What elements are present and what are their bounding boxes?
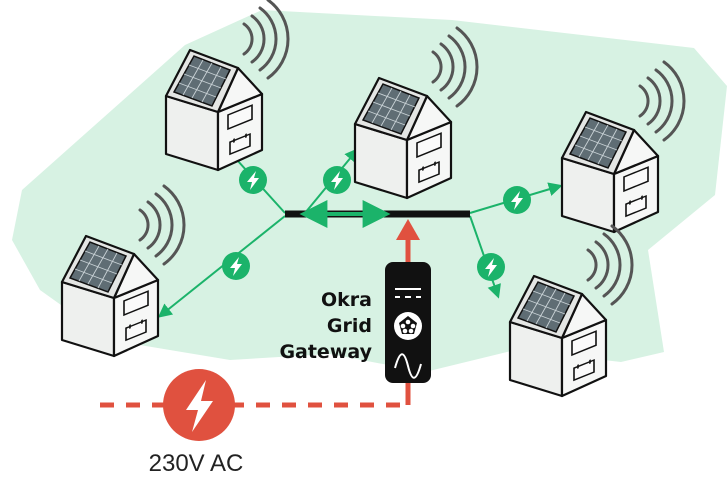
mains-label: 230V AC: [149, 450, 244, 477]
bolt-badge-bottom-right: [477, 253, 505, 281]
ac-sine-icon: [394, 353, 422, 379]
grid-feed-line: [100, 219, 420, 408]
bolt-badge-top-center: [323, 166, 351, 194]
bolt-badge-right: [503, 186, 531, 214]
bolt-badge-left: [222, 252, 250, 280]
lightning-bolt-icon: [163, 369, 235, 441]
gateway-label-line-3: Gateway: [279, 341, 372, 363]
okra-logo-icon: [394, 312, 422, 340]
bolt-badge-top-left: [239, 166, 267, 194]
gateway-label-line-2: Grid: [327, 315, 372, 337]
gateway-device: [385, 262, 431, 383]
dc-symbol-icon: [395, 288, 421, 298]
grid-feed-arrowhead: [396, 219, 420, 240]
gateway-label-line-1: Okra: [321, 289, 372, 311]
